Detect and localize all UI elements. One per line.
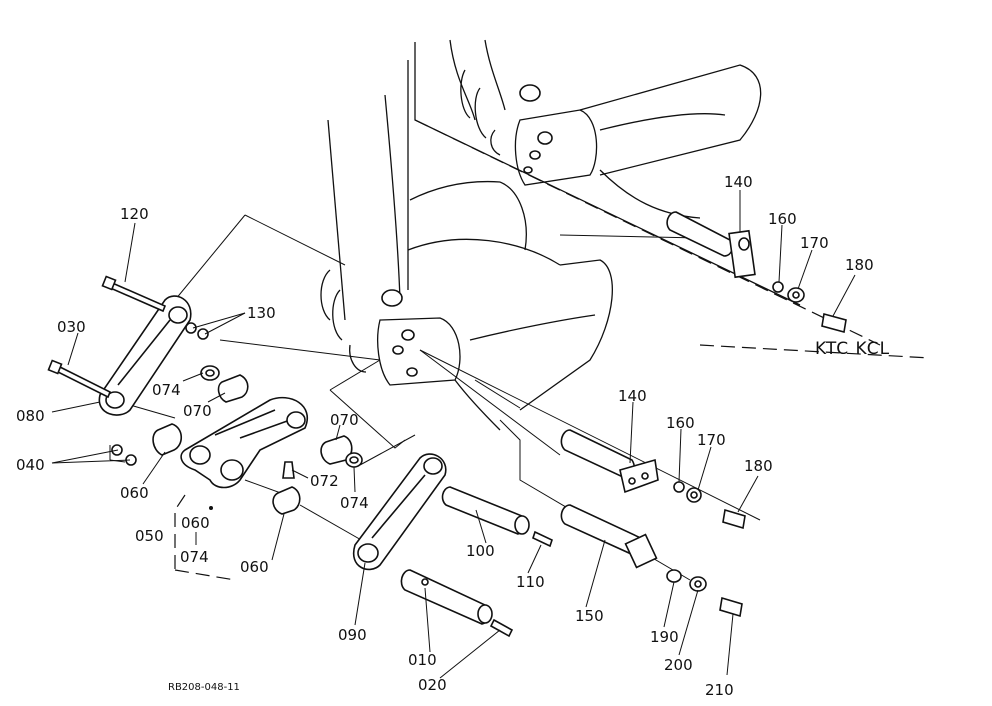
label-050: 050 [135, 527, 164, 545]
label-170-lower: 170 [697, 431, 726, 449]
label-070-upper: 070 [183, 402, 212, 420]
label-070-right: 070 [330, 411, 359, 429]
label-090: 090 [338, 626, 367, 644]
label-180-lower: 180 [744, 457, 773, 475]
label-160-upper: 160 [768, 210, 797, 228]
label-210: 210 [705, 681, 734, 699]
label-170-upper: 170 [800, 234, 829, 252]
label-060-lower: 060 [240, 558, 269, 576]
label-030: 030 [57, 318, 86, 336]
label-074-right: 074 [340, 494, 369, 512]
label-060-note: 060 [181, 514, 210, 532]
upper-boom-bracket [414, 39, 931, 359]
label-140-upper: 140 [724, 173, 753, 191]
label-180-upper: 180 [845, 256, 874, 274]
center-link-050 [180, 396, 308, 489]
parts [47, 211, 847, 638]
label-100: 100 [466, 542, 495, 560]
label-140-lower: 140 [618, 387, 647, 405]
main-boom-bracket [320, 60, 613, 431]
label-080: 080 [16, 407, 45, 425]
link-arm-090 [352, 453, 447, 571]
variant-label: KTC KCL [815, 339, 890, 359]
link-arm-080 [98, 295, 192, 416]
label-120: 120 [120, 205, 149, 223]
part-labels: 120 030 130 080 040 074 070 060 070 072 … [16, 173, 890, 699]
label-200: 200 [664, 656, 693, 674]
label-010: 010 [408, 651, 437, 669]
label-040: 040 [16, 456, 45, 474]
label-190: 190 [650, 628, 679, 646]
label-110: 110 [516, 573, 545, 591]
label-072: 072 [310, 472, 339, 490]
label-130: 130 [247, 304, 276, 322]
label-150: 150 [575, 607, 604, 625]
label-160-lower: 160 [666, 414, 695, 432]
drawing-reference: RB208-048-11 [168, 682, 240, 693]
label-074-upper: 074 [152, 381, 181, 399]
label-060-left: 060 [120, 484, 149, 502]
label-leaders [51, 190, 856, 679]
label-020: 020 [418, 676, 447, 694]
label-074-note: 074 [180, 548, 209, 566]
